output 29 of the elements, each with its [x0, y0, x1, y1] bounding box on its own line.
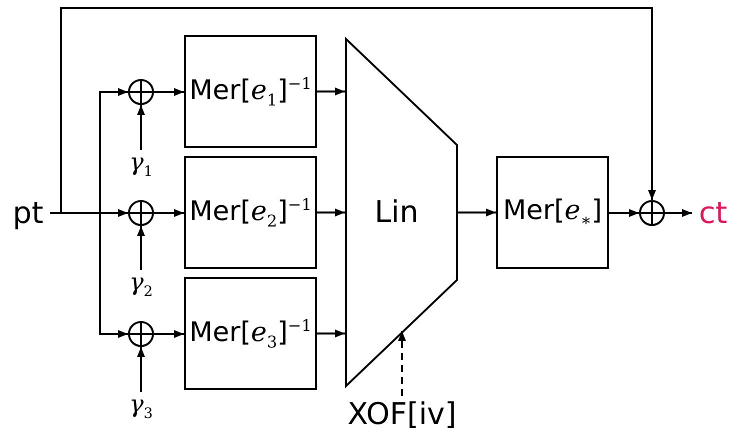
- process-box: [184, 156, 317, 269]
- function-label: Mer[e$_{3}$]$^{−1}$: [189, 316, 312, 352]
- arrow: [154, 330, 184, 338]
- signal-label: pt: [12, 196, 44, 230]
- gamma-label: γ$_{1}$: [129, 148, 153, 180]
- signal-label: XOF[iv]: [348, 396, 456, 432]
- process-box: [184, 277, 317, 390]
- arrow: [398, 331, 406, 396]
- arrow: [137, 105, 145, 150]
- arrow: [317, 88, 345, 96]
- layer-label: Lin: [374, 195, 419, 230]
- function-label: Mer[e$_{1}$]$^{−1}$: [189, 74, 312, 110]
- output-label: ct: [698, 196, 728, 230]
- arrow: [154, 209, 184, 217]
- arrow: [50, 7, 656, 214]
- process-box: [496, 156, 609, 269]
- gamma-label: γ$_{2}$: [129, 268, 153, 300]
- arrow: [154, 88, 184, 96]
- arrow: [137, 347, 145, 392]
- arrow: [665, 209, 692, 217]
- gamma-label: γ$_{3}$: [129, 390, 153, 422]
- function-label: Mer[e$_{∗}$]: [502, 195, 602, 230]
- arrow: [317, 330, 345, 338]
- arrow: [458, 208, 496, 216]
- process-box: [184, 35, 317, 148]
- arrow: [317, 208, 345, 216]
- function-label: Mer[e$_{2}$]$^{−1}$: [189, 194, 312, 230]
- arrow: [609, 209, 639, 217]
- arrow: [137, 226, 145, 270]
